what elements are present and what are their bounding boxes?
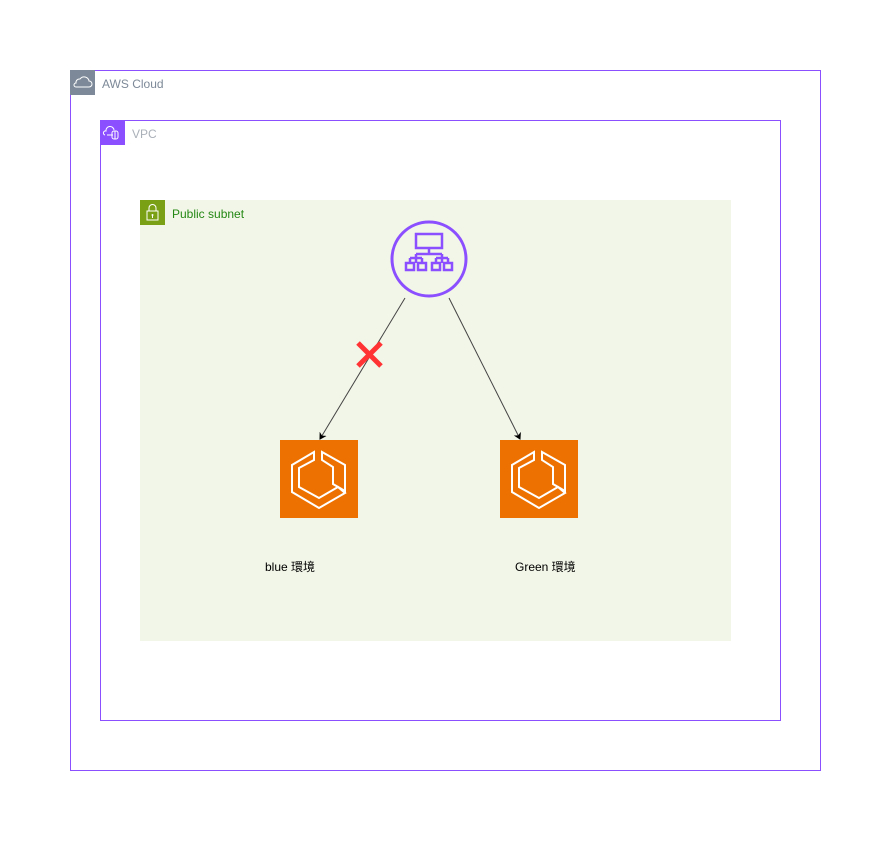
cloud-icon xyxy=(70,70,95,95)
vpc-label: VPC xyxy=(132,127,157,141)
green-ecs-icon[interactable] xyxy=(500,440,578,518)
aws-cloud-label: AWS Cloud xyxy=(102,77,164,91)
blue-ecs-icon[interactable] xyxy=(280,440,358,518)
edge-lb-to-blue[interactable] xyxy=(319,297,406,440)
public-subnet-label: Public subnet xyxy=(172,207,245,221)
vpc-group xyxy=(100,120,781,721)
blue-environment-label: blue 環境 xyxy=(265,560,316,574)
public-subnet-group xyxy=(140,200,731,641)
aws-cloud-group xyxy=(70,70,821,771)
red-x-icon xyxy=(356,341,383,368)
green-environment-label: Green 環境 xyxy=(515,560,576,574)
elastic-load-balancer-icon[interactable] xyxy=(390,220,468,298)
vpc-cloud-icon xyxy=(100,120,125,145)
edge-lb-to-green[interactable] xyxy=(448,297,521,440)
lock-icon xyxy=(140,200,165,225)
